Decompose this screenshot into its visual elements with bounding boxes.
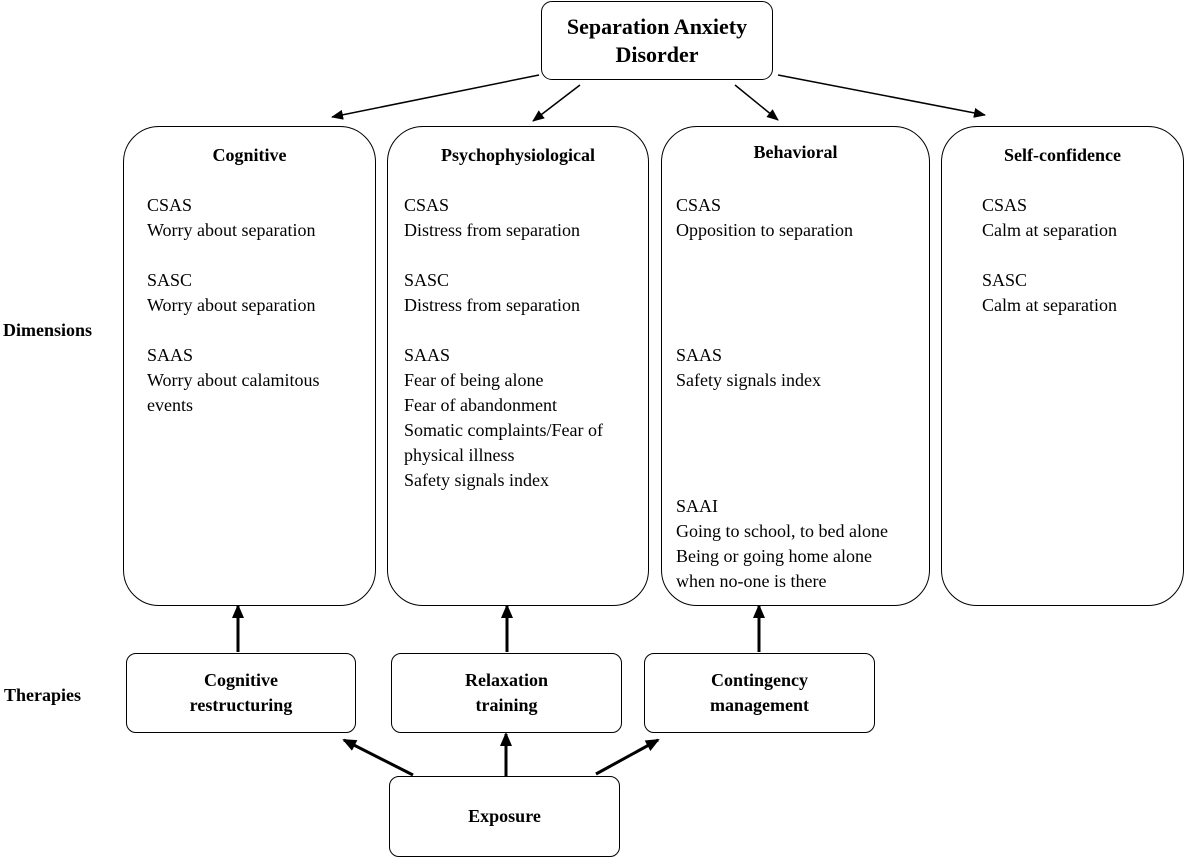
dimension-title: Self-confidence bbox=[1004, 145, 1121, 165]
scale-group: CSAS Opposition to separation bbox=[676, 193, 853, 243]
therapy-contingency-management: Contingency management bbox=[644, 653, 875, 733]
scale-group: SAAS Fear of being alone Fear of abandon… bbox=[404, 343, 603, 493]
scale-name: CSAS bbox=[676, 195, 722, 215]
arrow-root-to-behavioral bbox=[734, 84, 779, 121]
scale-item: Distress from separation bbox=[404, 295, 580, 315]
dimensions-label: Dimensions bbox=[3, 320, 93, 340]
scale-name: SASC bbox=[982, 270, 1028, 290]
scale-item: events bbox=[147, 395, 193, 415]
arrow-root-to-self-confidence bbox=[777, 74, 986, 118]
scale-group: CSAS Worry about separation bbox=[147, 193, 320, 243]
exposure-label: Exposure bbox=[468, 806, 541, 826]
scale-group: CSAS Calm at separation bbox=[982, 193, 1117, 243]
therapy-relaxation-training: Relaxation training bbox=[391, 653, 622, 733]
arrow-root-to-cognitive bbox=[331, 74, 540, 120]
scale-item: Opposition to separation bbox=[676, 220, 853, 240]
scale-group: SAAS Worry about calamitous events bbox=[147, 343, 320, 418]
root-title-line: Separation Anxiety bbox=[566, 13, 748, 39]
scale-group: SASC Worry about separation bbox=[147, 268, 320, 318]
scale-group: SAAI Going to school, to bed alone Being… bbox=[676, 494, 888, 594]
scale-item: Safety signals index bbox=[404, 470, 549, 490]
dimension-title: Psychophysiological bbox=[440, 145, 596, 165]
therapy-label-line: Relaxation bbox=[465, 670, 548, 690]
scale-name: SAAS bbox=[404, 345, 451, 365]
therapy-label-line: Contingency bbox=[710, 670, 808, 690]
scale-name: SAAS bbox=[676, 345, 723, 365]
scale-item: Being or going home alone bbox=[676, 546, 872, 566]
scale-name: SASC bbox=[404, 270, 450, 290]
dimension-cognitive: Cognitive CSAS Worry about separation SA… bbox=[123, 126, 376, 606]
scale-item: Going to school, to bed alone bbox=[676, 521, 888, 541]
therapy-label-line: management bbox=[710, 695, 809, 715]
therapy-label-line: Cognitive bbox=[204, 670, 278, 690]
dimension-self-confidence: Self-confidence CSAS Calm at separation … bbox=[941, 126, 1184, 606]
scale-item: Worry about calamitous bbox=[147, 370, 320, 390]
scale-group: SAAS Safety signals index bbox=[676, 343, 821, 393]
scale-name: SASC bbox=[147, 270, 193, 290]
scale-name: CSAS bbox=[982, 195, 1028, 215]
dimension-title: Cognitive bbox=[212, 145, 287, 165]
scale-item: physical illness bbox=[404, 445, 515, 465]
scale-item: Worry about separation bbox=[147, 295, 316, 315]
therapy-label-line: training bbox=[475, 695, 538, 715]
root-title-line: Disorder bbox=[615, 41, 699, 67]
therapy-label-line: restructuring bbox=[189, 695, 293, 715]
scale-name: CSAS bbox=[147, 195, 193, 215]
scale-name: SAAI bbox=[676, 496, 719, 516]
scale-item: Calm at separation bbox=[982, 295, 1117, 315]
scale-group: SASC Distress from separation bbox=[404, 268, 603, 318]
arrow-exposure-to-contingency-management bbox=[595, 738, 660, 776]
arrow-exposure-to-cognitive-restructuring bbox=[342, 738, 414, 777]
dimension-psychophysiological: Psychophysiological CSAS Distress from s… bbox=[387, 126, 649, 606]
scale-item: Fear of abandonment bbox=[404, 395, 557, 415]
exposure-node: Exposure bbox=[389, 776, 620, 857]
scale-item: Calm at separation bbox=[982, 220, 1117, 240]
scale-item: Safety signals index bbox=[676, 370, 821, 390]
dimension-behavioral: Behavioral CSAS Opposition to separation… bbox=[661, 126, 930, 606]
scale-item: Fear of being alone bbox=[404, 370, 544, 390]
arrow-root-to-psychophysiological bbox=[532, 84, 581, 122]
dimension-title: Behavioral bbox=[753, 142, 838, 162]
scale-item: Worry about separation bbox=[147, 220, 316, 240]
therapy-cognitive-restructuring: Cognitive restructuring bbox=[126, 653, 356, 733]
scale-name: SAAS bbox=[147, 345, 194, 365]
scale-name: CSAS bbox=[404, 195, 450, 215]
scale-item: Distress from separation bbox=[404, 220, 580, 240]
root-node: Separation Anxiety Disorder bbox=[541, 1, 773, 80]
therapies-label: Therapies bbox=[4, 685, 82, 705]
scale-group: SASC Calm at separation bbox=[982, 268, 1117, 318]
scale-group: CSAS Distress from separation bbox=[404, 193, 603, 243]
scale-item: when no-one is there bbox=[676, 571, 827, 591]
scale-item: Somatic complaints/Fear of bbox=[404, 420, 603, 440]
